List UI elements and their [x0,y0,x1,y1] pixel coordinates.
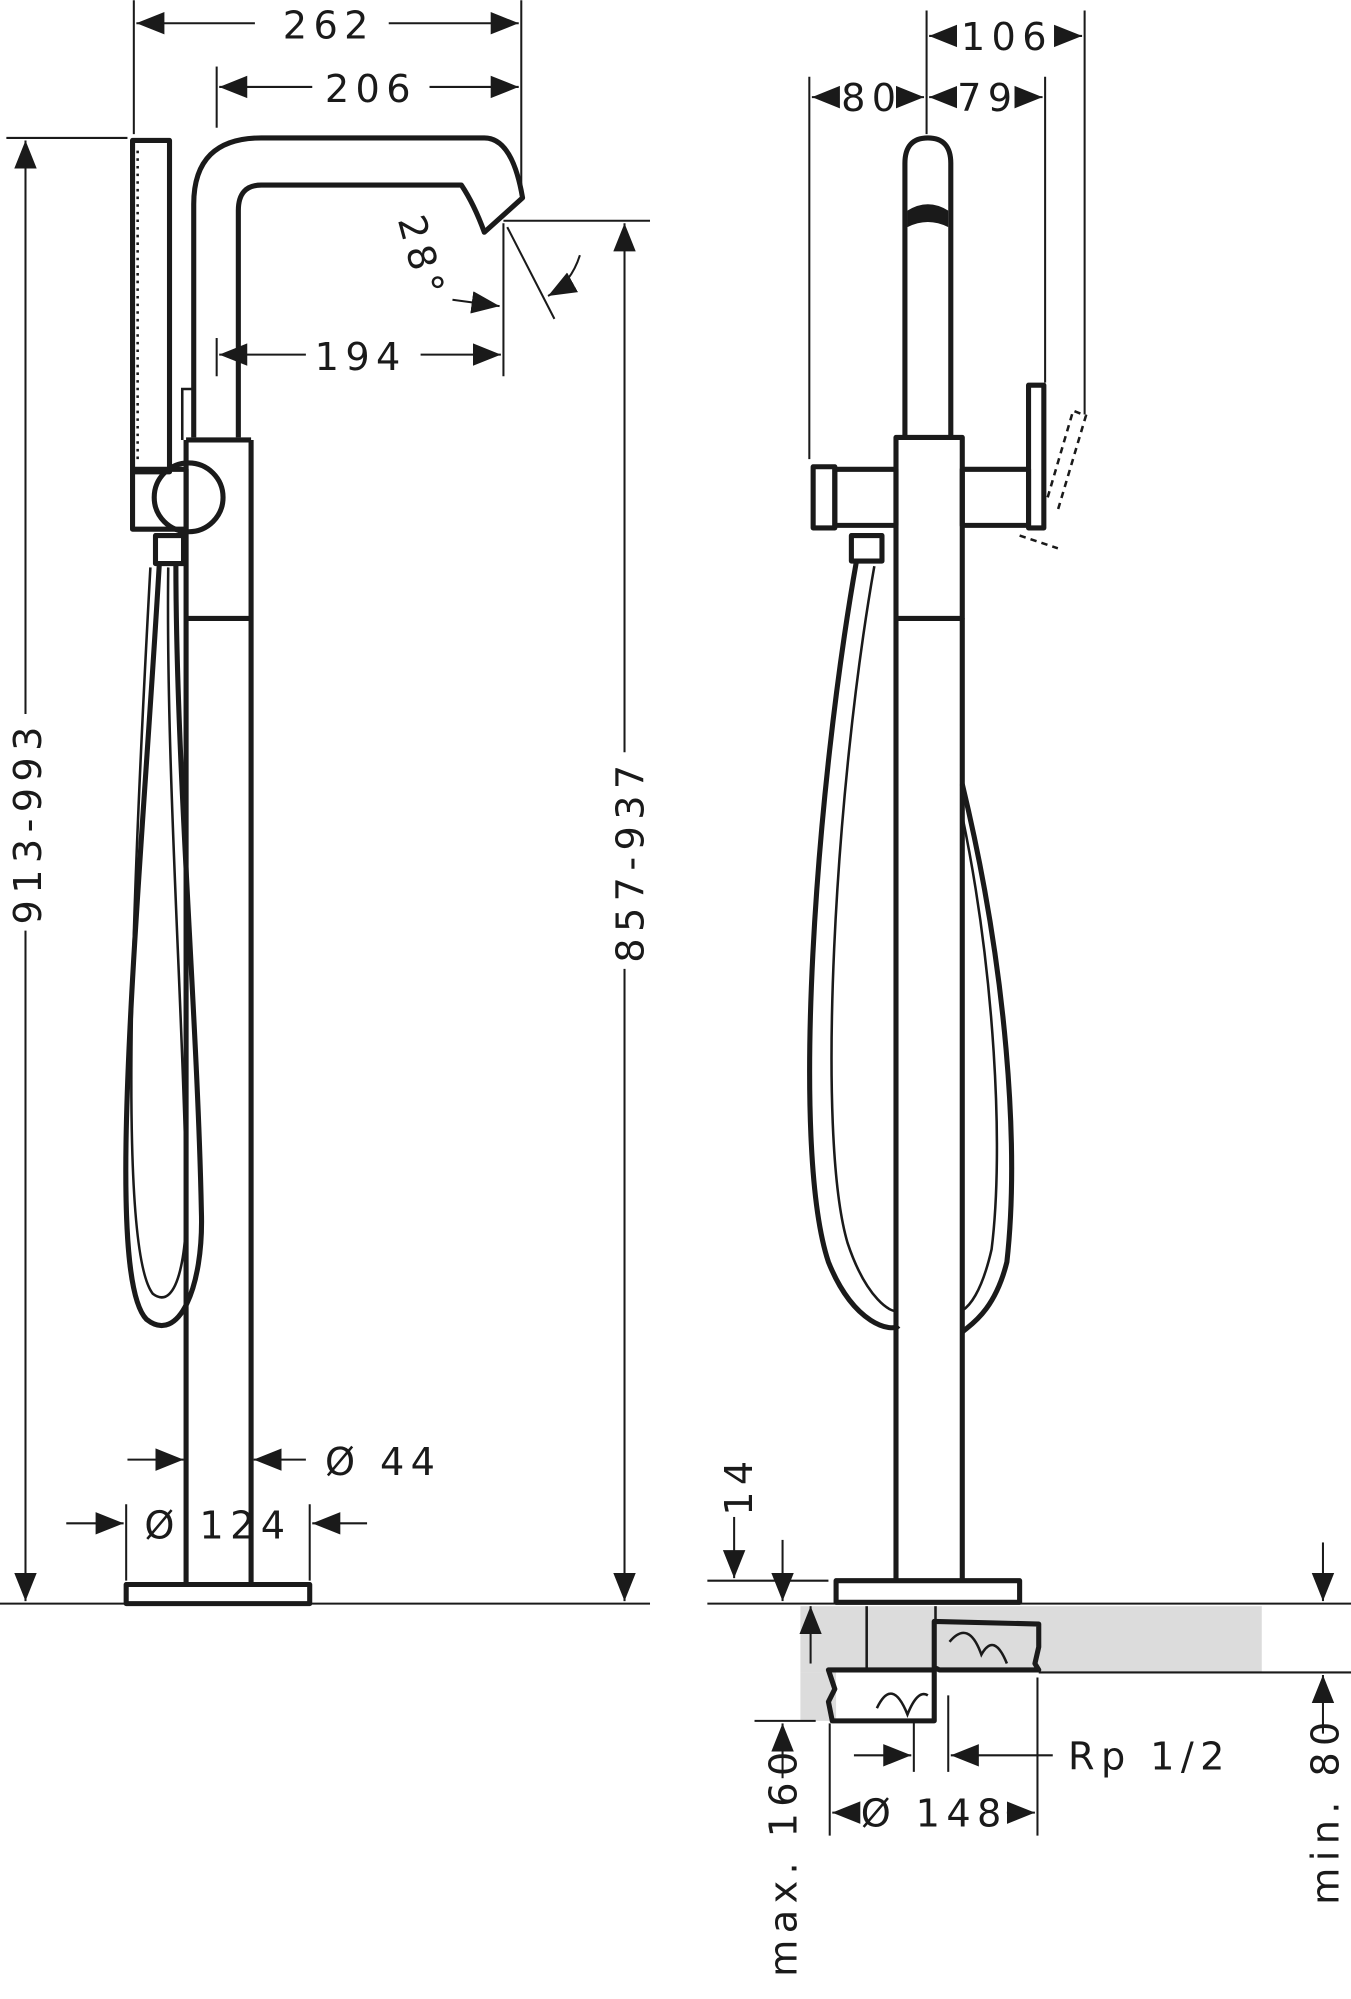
spout [180,135,526,440]
dim-min-80: min. 80 [1304,1715,1348,1905]
hose [123,563,205,1328]
mixer-handles [810,382,1088,564]
front-spout [902,135,954,438]
dim-max-160: max. 160 [763,1745,807,1976]
dim-206: 206 [325,68,417,112]
dim-angle: 28° [388,211,453,306]
dim-rp-connection: Rp 1/2 [1068,1735,1231,1779]
front-column [893,434,965,1581]
installation-box [825,1606,1042,1724]
front-view: 106 80 79 14 max. 160 min. 80 Rp 1/2 Ø 1… [707,10,1351,1977]
dim-diameter-124: Ø 124 [144,1505,291,1549]
dim-913-993: 913-993 [7,720,51,924]
dim-diameter-148: Ø 148 [861,1793,1008,1837]
dim-194: 194 [315,336,407,380]
side-view: 262 206 194 28° 913-993 857-937 Ø 44 Ø 1… [0,0,654,1607]
dim-857-937: 857-937 [610,758,654,962]
dim-262: 262 [283,5,375,49]
floor-section [800,1606,1262,1673]
dim-80: 80 [841,77,902,121]
column [183,437,254,1585]
dim-diameter-44: Ø 44 [325,1441,441,1485]
dim-14: 14 [718,1454,762,1515]
dim-106: 106 [961,16,1053,60]
hand-shower [130,137,226,567]
front-hose [807,560,1015,1335]
dim-79: 79 [957,77,1018,121]
front-base [833,1578,1023,1605]
base-plate [123,1581,313,1607]
